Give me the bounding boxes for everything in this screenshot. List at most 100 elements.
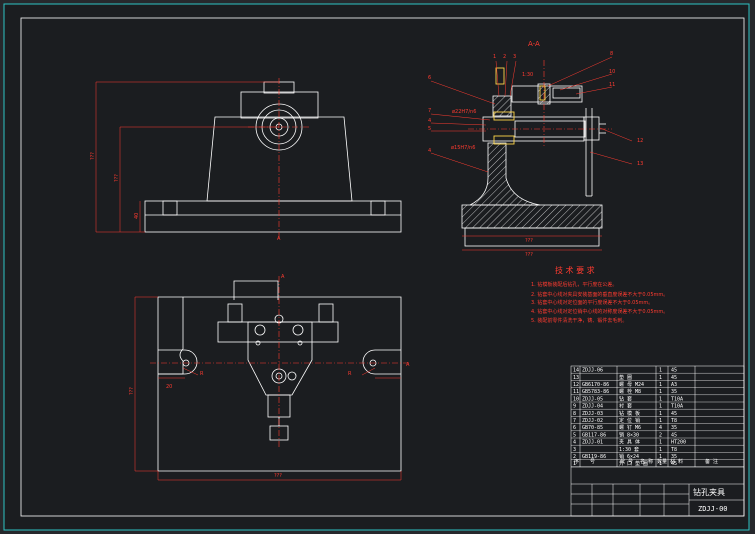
parts-cell-code: ZDJJ-04 <box>582 404 603 410</box>
balloon-5: 5 <box>428 126 431 132</box>
section-dim-1: ??? <box>525 238 533 244</box>
fit-1: ø22H7/n6 <box>452 109 476 115</box>
parts-cell-name: 钻 模 板 <box>619 410 640 417</box>
balloon-8: 8 <box>610 51 613 57</box>
top-dim-r-right: R <box>348 371 352 377</box>
balloon-7: 7 <box>428 108 431 114</box>
parts-cell-qty: 1 <box>659 418 662 424</box>
parts-cell-no: 1 <box>573 461 576 467</box>
parts-cell-code: ZDJJ-05 <box>582 396 603 402</box>
parts-cell-qty: 1 <box>659 454 662 460</box>
balloon-1: 1 <box>493 54 496 60</box>
section-base-lip <box>464 227 600 247</box>
section-balloons: 1 2 3 8 10 11 6 7 4 5 12 13 4 <box>428 51 643 167</box>
top-section-mark-1: A <box>281 274 285 280</box>
parts-cell-qty: 1 <box>659 411 662 417</box>
parts-cell-code: ZDJJ-01 <box>582 440 603 446</box>
tech-item-1: 1. 钻模板装配后钻孔，平行度在公差。 <box>531 281 617 288</box>
parts-cell-mat: T10A <box>671 404 683 410</box>
parts-header-qty: 数量 <box>657 458 667 465</box>
parts-cell-name: 夹 具 体 <box>619 439 640 446</box>
parts-cell-name: 1:30 套 <box>619 446 639 453</box>
parts-cell-qty: 1 <box>659 382 662 388</box>
section-column <box>469 142 541 206</box>
tech-item-2: 2. 钻套中心线对夹具安装基面的垂直度误差不大于0.05mm。 <box>531 291 668 298</box>
parts-cell-code: GB70-85 <box>582 425 603 431</box>
drawing-sheet <box>3 3 750 531</box>
parts-cell-code: GB6170-86 <box>582 382 609 388</box>
parts-cell-qty: 1 <box>659 396 662 402</box>
parts-cell-qty: 4 <box>659 425 662 431</box>
parts-cell-no: 13 <box>573 375 579 381</box>
parts-cell-code: GB5783-86 <box>582 389 609 395</box>
parts-cell-name: 螺 钉 M6 <box>619 424 641 431</box>
parts-cell-mat: 45 <box>671 375 677 381</box>
fit-3: 1:30 <box>522 72 533 78</box>
top-dimensions <box>134 296 402 481</box>
front-section-mark: A <box>277 236 281 242</box>
parts-cell-code: GB117-86 <box>582 432 606 438</box>
parts-cell-mat: 35 <box>671 389 677 395</box>
parts-header: 序 号 代 号 名 称 数量 材 料 备 注 <box>574 458 718 465</box>
parts-header-seq: 序 <box>574 458 579 465</box>
parts-cell-mat: T8 <box>671 418 677 424</box>
parts-cell-code: ZDJJ-03 <box>582 411 603 417</box>
front-dim-2: ??? <box>114 174 120 182</box>
front-slot-left <box>162 200 178 216</box>
section-parts-highlight <box>493 67 546 145</box>
parts-cell-name: 螺 母 M24 <box>619 381 644 388</box>
parts-cell-no: 11 <box>573 389 579 395</box>
tech-title: 技 术 要 求 <box>555 265 595 275</box>
parts-header-note: 备 注 <box>705 458 718 465</box>
parts-cell-qty: 1 <box>659 440 662 446</box>
parts-cell-mat: 45 <box>671 432 677 438</box>
top-section-mark-2: A <box>406 362 410 368</box>
parts-cell-mat: HT200 <box>671 440 686 446</box>
balloon-3: 3 <box>513 54 516 60</box>
front-body <box>206 116 353 202</box>
parts-cell-mat: T8 <box>671 447 677 453</box>
parts-cell-no: 6 <box>573 425 576 431</box>
parts-cell-name: 垫 圈 <box>619 374 632 381</box>
parts-cell-no: 14 <box>573 368 579 374</box>
parts-header-name: 名 称 <box>640 458 653 465</box>
section-leaders <box>430 56 633 251</box>
title-block-code: ZDJJ-00 <box>698 505 728 513</box>
drawing-frame <box>20 17 745 517</box>
top-dim-2: ??? <box>274 473 282 479</box>
parts-cell-code: GB119-86 <box>582 454 606 460</box>
section-centerlines <box>468 60 612 148</box>
tech-item-4: 4. 钻套中心线对定位销中心线的对称度误差不大于0.05mm。 <box>531 308 668 315</box>
parts-cell-mat: T10A <box>671 396 683 402</box>
parts-cell-mat: 45 <box>671 411 677 417</box>
front-dim-3: 40 <box>134 213 140 219</box>
parts-cell-qty: 1 <box>659 447 662 453</box>
section-title: A-A <box>528 40 540 48</box>
parts-cell-no: 12 <box>573 382 579 388</box>
parts-cell-no: 3 <box>573 447 576 453</box>
parts-cell-name: 钻 套 <box>619 395 632 402</box>
tech-item-3: 3. 钻套中心线对定位面的平行度误差不大于0.05mm。 <box>531 299 653 306</box>
parts-cell-qty: 1 <box>659 461 662 467</box>
parts-cell-name: 螺 栓 M8 <box>619 388 641 395</box>
parts-cell-name: 衬 套 <box>619 403 632 410</box>
parts-cell-qty: 2 <box>659 432 662 438</box>
top-centerlines <box>150 276 410 448</box>
parts-cell-no: 10 <box>573 396 579 402</box>
parts-cell-qty: 1 <box>659 404 662 410</box>
top-rail-right <box>318 303 334 323</box>
parts-cell-code: ZDJJ-02 <box>582 418 603 424</box>
top-dim-r-left: R <box>200 371 204 377</box>
section-base <box>461 204 603 229</box>
tech-item-5: 5. 装配前零件清洗干净，铸、锻件去毛刺。 <box>531 317 627 324</box>
parts-cell-no: 7 <box>573 418 576 424</box>
top-body <box>247 321 313 396</box>
parts-cell-mat: A3 <box>671 382 677 388</box>
top-dim-1: ??? <box>129 387 135 395</box>
parts-cell-name: 定 位 销 <box>619 417 640 424</box>
parts-header-mat: 材 料 <box>670 458 683 465</box>
balloon-6: 6 <box>428 75 431 81</box>
parts-cell-qty: 1 <box>659 375 662 381</box>
parts-cell-mat: 45 <box>671 461 677 467</box>
